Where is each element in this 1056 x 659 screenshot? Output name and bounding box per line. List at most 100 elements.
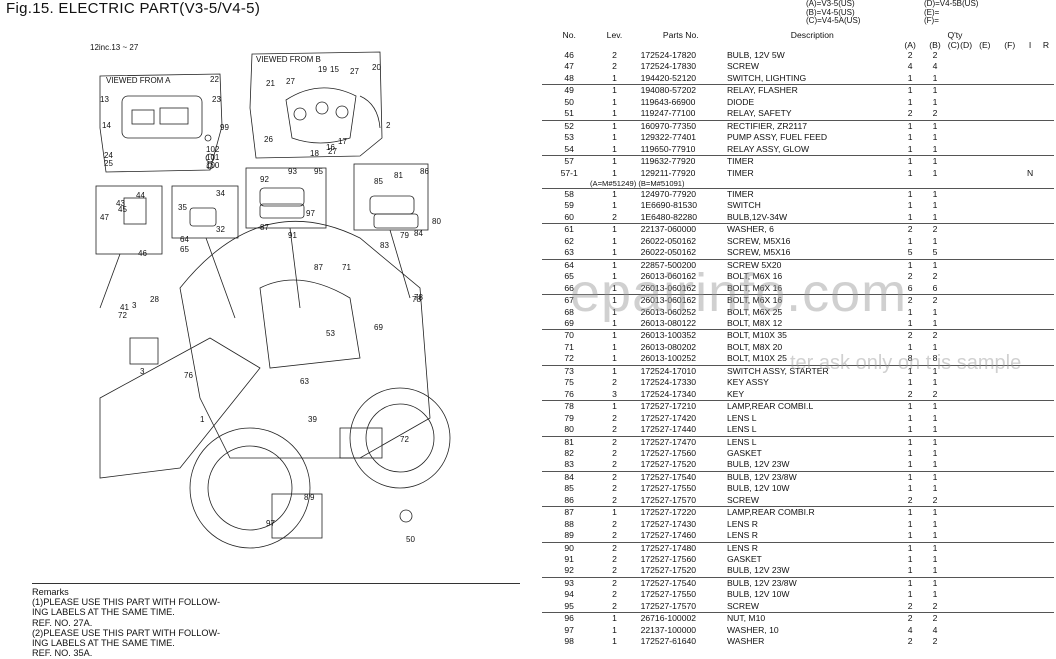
part-level: 2 <box>596 541 633 555</box>
part-description: SCREW <box>726 61 759 72</box>
part-level: 2 <box>596 435 633 448</box>
part-level: 1 <box>612 624 617 635</box>
qty-f <box>997 283 1022 295</box>
remark-flag <box>1038 84 1054 97</box>
qty-c <box>947 612 960 625</box>
qty-b: 1 <box>922 364 948 378</box>
callout-number: 8 <box>304 493 309 502</box>
callout-number: 53 <box>326 329 335 338</box>
qty-d <box>960 601 972 613</box>
part-level: 1 <box>612 341 617 352</box>
part-number: 172524-17340 <box>640 388 697 399</box>
qty-col-c: (C) <box>947 40 960 50</box>
part-level: 1 <box>612 200 617 211</box>
remark-flag <box>1038 247 1054 259</box>
qty-e <box>972 84 998 97</box>
part-description: BOLT, M6X 25 <box>726 306 783 317</box>
part-ref-no: 57-1 <box>560 167 578 178</box>
qty-e <box>972 247 997 259</box>
callout-number: 71 <box>342 263 351 272</box>
remark-flag <box>1038 625 1054 636</box>
part-ref-no: 85 <box>564 483 574 494</box>
qty-f <box>997 400 1023 413</box>
part-description: WASHER, 10 <box>726 624 779 635</box>
callout-number: 78 <box>412 295 421 304</box>
callout-number: 18 <box>310 149 319 158</box>
remark-flag <box>1038 61 1054 72</box>
remark-flag <box>1038 144 1054 156</box>
page-title: Fig.15. ELECTRIC PART(V3-5/V4-5) <box>6 0 261 17</box>
qty-e <box>972 625 997 636</box>
qty-e <box>972 318 997 330</box>
qty-col-b: (B) <box>929 40 941 50</box>
qty-a: 2 <box>907 50 913 60</box>
qty-e <box>972 506 998 519</box>
callout-number: 86 <box>420 167 429 176</box>
part-number: 172527-17430 <box>640 518 697 529</box>
qty-c <box>947 625 959 636</box>
qty-c <box>947 506 960 519</box>
qty-a: 1 <box>907 412 913 423</box>
qty-a: 1 <box>897 506 923 519</box>
qty-d <box>959 435 973 448</box>
remark-flag <box>1038 506 1054 519</box>
interchange-flag <box>1022 541 1039 555</box>
qty-f <box>997 247 1022 259</box>
qty-c <box>947 283 959 295</box>
qty-c <box>947 119 960 133</box>
qty-a: 2 <box>907 494 913 505</box>
part-description: WASHER <box>726 636 765 647</box>
qty-f <box>997 625 1022 636</box>
interchange-flag <box>1022 353 1038 365</box>
remark-flag <box>1038 353 1054 365</box>
remarks-line: REF. NO. 27A. <box>32 617 93 628</box>
part-ref-no: 96 <box>542 612 597 625</box>
qty-c <box>947 554 959 565</box>
part-description: SCREW, M5X16 <box>726 235 791 246</box>
part-description: SCREW <box>726 600 759 611</box>
remark-flag <box>1038 448 1054 459</box>
qty-a: 1 <box>907 459 913 470</box>
part-level: 2 <box>612 412 617 423</box>
part-description: SCREW 5X20 <box>720 258 898 272</box>
qty-f <box>997 108 1022 120</box>
qty-e <box>972 389 997 401</box>
part-ref-no: 83 <box>564 459 574 470</box>
qty-e <box>972 168 997 179</box>
qty-b: 1 <box>922 187 948 201</box>
qty-a: 1 <box>907 72 913 83</box>
qty-e <box>972 470 998 484</box>
col-header-r: R <box>1042 40 1050 50</box>
qty-a: 1 <box>907 518 913 529</box>
part-level: 1 <box>612 143 617 154</box>
qty-col-e: (E) <box>979 40 991 50</box>
qty-e <box>972 565 997 577</box>
qty-f <box>997 187 1023 201</box>
qty-d <box>959 187 973 201</box>
callout-number: 39 <box>308 415 317 424</box>
qty-a: 4 <box>907 61 913 72</box>
qty-a: 1 <box>907 483 913 494</box>
interchange-flag <box>1022 625 1038 636</box>
part-number: 129322-77401 <box>640 132 697 143</box>
part-number: 26013-060162 <box>632 294 721 307</box>
part-level: 1 <box>596 155 633 168</box>
qty-b: 2 <box>932 636 938 647</box>
part-ref-no: 53 <box>564 132 574 143</box>
qty-a: 2 <box>907 108 913 119</box>
part-description: BULB, 12V 10W <box>726 483 790 494</box>
part-ref-no: 51 <box>564 108 574 119</box>
callout-number: 22 <box>210 75 219 84</box>
remark-flag <box>1038 364 1054 378</box>
part-description: BULB, 12V 23W <box>726 565 790 576</box>
qty-e <box>972 144 997 156</box>
qty-b: 1 <box>932 317 938 328</box>
qty-d <box>959 294 973 307</box>
part-level: 2 <box>612 589 617 600</box>
qty-d <box>959 258 973 272</box>
qty-c <box>947 258 960 272</box>
qty-c <box>947 84 960 97</box>
